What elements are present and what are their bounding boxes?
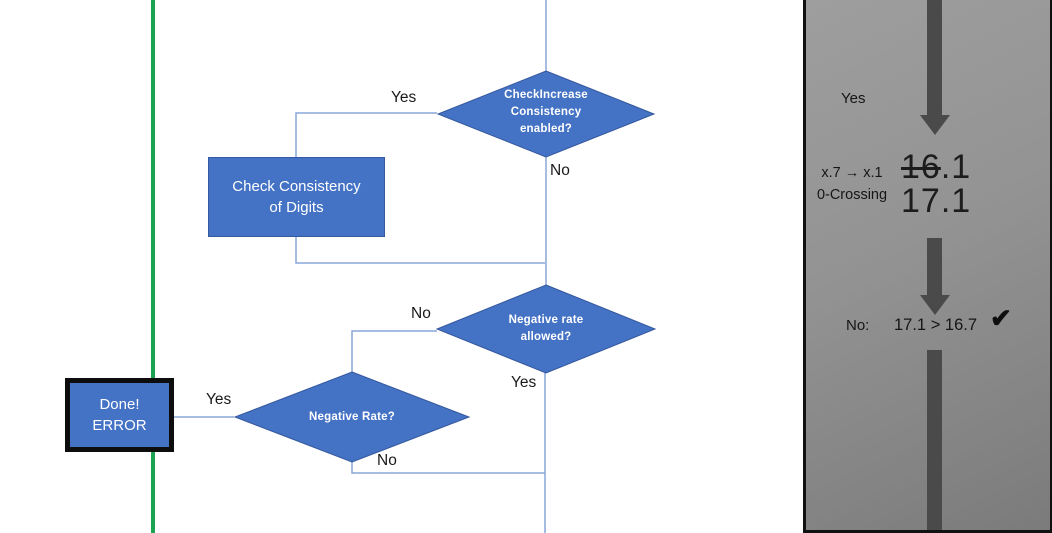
- down-arrow-1-head: [920, 115, 950, 135]
- connector-allowed-no: [351, 330, 437, 372]
- comparison-text: 17.1 > 16.7: [894, 316, 978, 334]
- old-value-struck: 16: [901, 148, 941, 186]
- terminator-done-error: Done! ERROR: [65, 378, 174, 452]
- value-comparison-block: 16.1 17.1: [901, 150, 971, 218]
- down-arrow-3-shaft: [927, 350, 942, 530]
- edge-label-allowed-no: No: [411, 305, 431, 322]
- green-guide-line: [151, 0, 155, 533]
- connector-consistency-return: [295, 235, 545, 264]
- down-arrow-1-shaft: [927, 0, 942, 115]
- edge-label-checkincrease-yes: Yes: [391, 89, 417, 106]
- decision-negative-rate: [233, 371, 471, 463]
- decision-check-increase: [436, 70, 656, 158]
- result-no-label: No:: [846, 317, 870, 334]
- new-value: 17.1: [901, 182, 972, 220]
- edge-label-allowed-yes: Yes: [511, 374, 537, 391]
- connector-negativerate-no: [351, 459, 545, 474]
- process-check-consistency: Check Consistency of Digits: [208, 157, 385, 237]
- down-arrow-2-shaft: [927, 238, 942, 295]
- transition-note: x.7 → x.1 0-Crossing: [816, 165, 888, 203]
- old-value: 16.1: [901, 150, 971, 184]
- old-value-rest: .1: [940, 148, 972, 186]
- panel-yes-label: Yes: [841, 90, 866, 107]
- decision-negative-rate-allowed: [435, 284, 657, 374]
- edge-label-negativerate-yes: Yes: [206, 391, 232, 408]
- check-icon: ✔: [990, 303, 1012, 333]
- down-arrow-2-head: [920, 295, 950, 315]
- edge-label-checkincrease-no: No: [550, 162, 570, 179]
- edge-label-negativerate-no: No: [377, 452, 397, 469]
- side-panel: Yes x.7 → x.1 0-Crossing 16.1 17.1 No: 1…: [803, 0, 1052, 533]
- connector-checkincrease-yes: [295, 112, 437, 157]
